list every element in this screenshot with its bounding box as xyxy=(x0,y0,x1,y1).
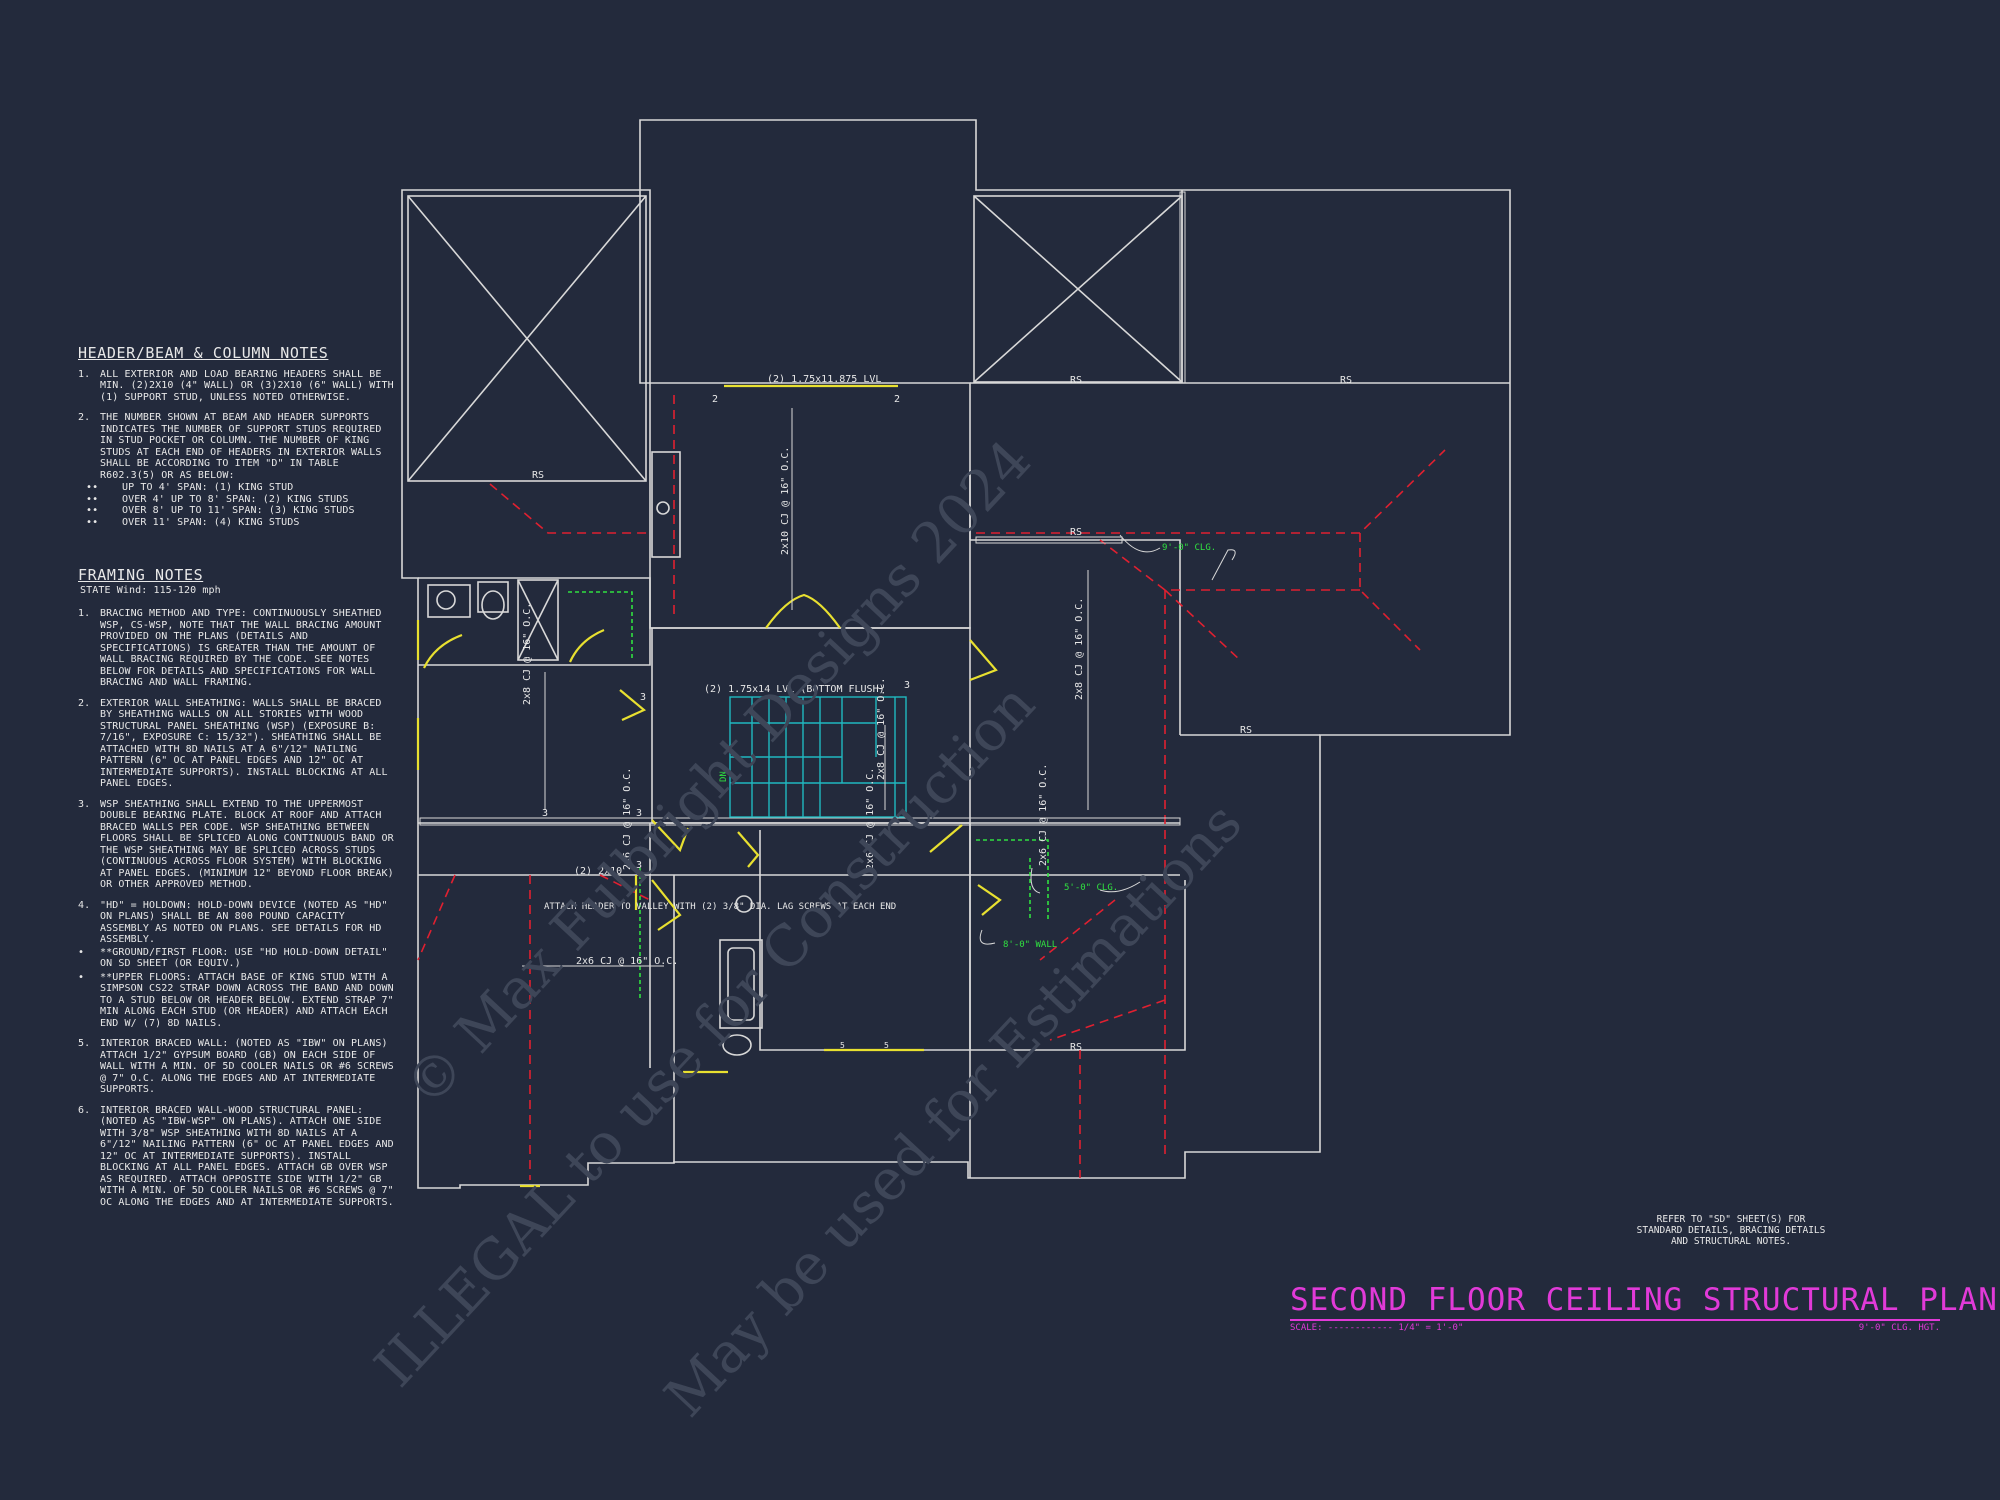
note-text: "HD" = HOLDOWN: HOLD-DOWN DEVICE (NOTED … xyxy=(100,899,388,946)
stair-down-label: DN xyxy=(719,771,729,782)
post-count: 3 xyxy=(640,692,646,703)
bullet-item: • **UPPER FLOORS: ATTACH BASE OF KING STU… xyxy=(78,972,396,1030)
bullet-item: •• OVER 4' UP TO 8' SPAN: (2) KING STUDS xyxy=(78,494,396,506)
beam-label-top: (2) 1.75x11.875 LVL xyxy=(767,374,881,385)
bullet-item: •• OVER 11' SPAN: (4) KING STUDS xyxy=(78,517,396,529)
attach-note: ATTACH HEADER TO VALLEY WITH (2) 3/8" DI… xyxy=(544,902,896,912)
note-number: 5. xyxy=(78,1038,91,1049)
ridge-label: RS xyxy=(1070,1042,1082,1053)
framing-note: 3. WSP SHEATHING SHALL EXTEND TO THE UPPE… xyxy=(78,799,396,891)
joist-label: 2x8 CJ @ 16" O.C. xyxy=(876,678,887,780)
framing-note: 2. EXTERIOR WALL SHEATHING: WALLS SHALL B… xyxy=(78,698,396,790)
scale-row: SCALE: ------------ 1/4" = 1'-0" 9'-0" C… xyxy=(1290,1323,1940,1333)
bullet-text: OVER 4' UP TO 8' SPAN: (2) KING STUDS xyxy=(122,493,349,505)
scale-label: SCALE: ------------ 1/4" = 1'-0" xyxy=(1290,1323,1464,1333)
note-number: 1. xyxy=(78,368,91,380)
ceiling-height-label: 9'-0" CLG. HGT. xyxy=(1858,1323,1940,1333)
hatched-walls xyxy=(419,191,1186,826)
note-number: 6. xyxy=(78,1104,91,1116)
joist-label: 2x8 CJ @ 16" O.C. xyxy=(522,603,533,705)
title-block: SECOND FLOOR CEILING STRUCTURAL PLAN SCA… xyxy=(1290,1282,1997,1333)
post-count: 2 xyxy=(712,394,718,405)
note-number: 2. xyxy=(78,412,91,423)
low-walls xyxy=(568,591,1049,1000)
header-note: 1. ALL EXTERIOR AND LOAD BEARING HEADERS… xyxy=(78,369,396,404)
bullet-mark: •• xyxy=(86,505,99,516)
note-text: WSP SHEATHING SHALL EXTEND TO THE UPPERM… xyxy=(100,798,394,891)
ceiling-label: 5'-0" CLG. xyxy=(1064,883,1118,893)
beam-label-stair: (2) 1.75x14 LVL (BOTTOM FLUSH) xyxy=(704,684,885,695)
bullet-item: •• UP TO 4' SPAN: (1) KING STUD xyxy=(78,482,396,494)
ridge-label: RS xyxy=(1070,527,1082,538)
post-count: 3 xyxy=(904,680,910,691)
bullet-item: • **GROUND/FIRST FLOOR: USE "HD HOLD-DOWN… xyxy=(78,947,396,970)
header-note: 2. THE NUMBER SHOWN AT BEAM AND HEADER S… xyxy=(78,412,396,481)
post-count: 3 xyxy=(542,808,548,819)
framing-note: 4. "HD" = HOLDOWN: HOLD-DOWN DEVICE (NOTE… xyxy=(78,900,396,946)
bullet-text: OVER 8' UP TO 11' SPAN: (3) KING STUDS xyxy=(122,505,355,516)
ceiling-label: 9'-0" CLG. xyxy=(1162,543,1216,553)
note-number: 2. xyxy=(78,697,91,709)
post-count: 2 xyxy=(894,394,900,405)
notes-column: HEADER/BEAM & COLUMN NOTES 1. ALL EXTERI… xyxy=(78,344,396,1217)
joist-label: 2x6 CJ @ 16" O.C. xyxy=(1038,764,1049,866)
post-count: 3 xyxy=(636,808,642,819)
note-text: BRACING METHOD AND TYPE: CONTINUOUSLY SH… xyxy=(100,608,382,688)
post-count: 5 xyxy=(884,1041,889,1050)
joist-label: 2x8 CJ @ 16" O.C. xyxy=(1074,598,1085,700)
refer-note: REFER TO "SD" SHEET(S) FOR STANDARD DETA… xyxy=(1636,1214,1826,1247)
drawing-title: SECOND FLOOR CEILING STRUCTURAL PLAN xyxy=(1290,1282,1997,1321)
note-number: 1. xyxy=(78,608,91,619)
note-text: EXTERIOR WALL SHEATHING: WALLS SHALL BE … xyxy=(100,697,388,790)
bullet-text: OVER 11' SPAN: (4) KING STUDS xyxy=(122,516,300,528)
bullet-text: **GROUND/FIRST FLOOR: USE "HD HOLD-DOWN … xyxy=(100,946,388,970)
framing-note: 1. BRACING METHOD AND TYPE: CONTINUOUSLY … xyxy=(78,608,396,689)
note-text: THE NUMBER SHOWN AT BEAM AND HEADER SUPP… xyxy=(100,412,382,481)
bullet-text: UP TO 4' SPAN: (1) KING STUD xyxy=(122,482,294,493)
bullet-text: **UPPER FLOORS: ATTACH BASE OF KING STUD… xyxy=(100,971,394,1029)
framing-note: 5. INTERIOR BRACED WALL: (NOTED AS "IBW" … xyxy=(78,1038,396,1096)
note-number: 3. xyxy=(78,798,91,810)
leaders xyxy=(979,534,1236,945)
post-count: 5 xyxy=(840,1041,845,1050)
ridge-label: RS xyxy=(1070,375,1082,386)
joist-label: 2x6 CJ @ 16" O.C. xyxy=(865,768,876,870)
joist-label: 2x6 CJ @ 16" O.C. xyxy=(622,768,633,870)
bullet-mark: •• xyxy=(86,493,99,505)
framing-notes-title: FRAMING NOTES xyxy=(78,566,204,584)
post-count: 3 xyxy=(636,860,642,871)
framing-notes-subtitle: STATE Wind: 115-120 mph xyxy=(80,584,221,596)
joist-label: 2x10 CJ @ 16" O.C. xyxy=(780,447,791,555)
wall-label: 8'-0" WALL xyxy=(1003,940,1057,950)
joist-label: 2x6 CJ @ 16" O.C. xyxy=(576,956,678,967)
green-labels: 9'-0" CLG. 5'-0" CLG. 8'-0" WALL DN xyxy=(719,543,1216,950)
header-notes-title: HEADER/BEAM & COLUMN NOTES xyxy=(78,344,329,362)
ridge-label: RS xyxy=(1240,725,1252,736)
stairs xyxy=(729,696,907,818)
framing-note: 6. INTERIOR BRACED WALL-WOOD STRUCTURAL P… xyxy=(78,1105,396,1209)
walls xyxy=(401,119,1511,1189)
note-text: INTERIOR BRACED WALL-WOOD STRUCTURAL PAN… xyxy=(100,1104,394,1208)
bullet-mark: • xyxy=(78,946,85,958)
ridge-label: RS xyxy=(1340,375,1352,386)
dimension-lines xyxy=(522,408,1089,967)
bullet-mark: •• xyxy=(86,482,99,493)
note-number: 4. xyxy=(78,899,91,911)
bullet-item: •• OVER 8' UP TO 11' SPAN: (3) KING STUDS xyxy=(78,505,396,517)
bullet-mark: • xyxy=(78,971,85,983)
framing-notes: FRAMING NOTES STATE Wind: 115-120 mph 1.… xyxy=(78,566,396,1209)
doors xyxy=(416,384,1002,1188)
roof-lines xyxy=(417,395,1446,1180)
ridge-label: RS xyxy=(532,470,544,481)
plan-labels: (2) 1.75x11.875 LVL (2) 1.75x14 LVL (BOT… xyxy=(522,374,1352,1053)
bullet-mark: •• xyxy=(86,516,99,528)
note-text: ALL EXTERIOR AND LOAD BEARING HEADERS SH… xyxy=(100,368,394,403)
beam-label-2x10: (2) 2x10 xyxy=(574,866,622,877)
note-text: INTERIOR BRACED WALL: (NOTED AS "IBW" ON… xyxy=(100,1038,394,1095)
